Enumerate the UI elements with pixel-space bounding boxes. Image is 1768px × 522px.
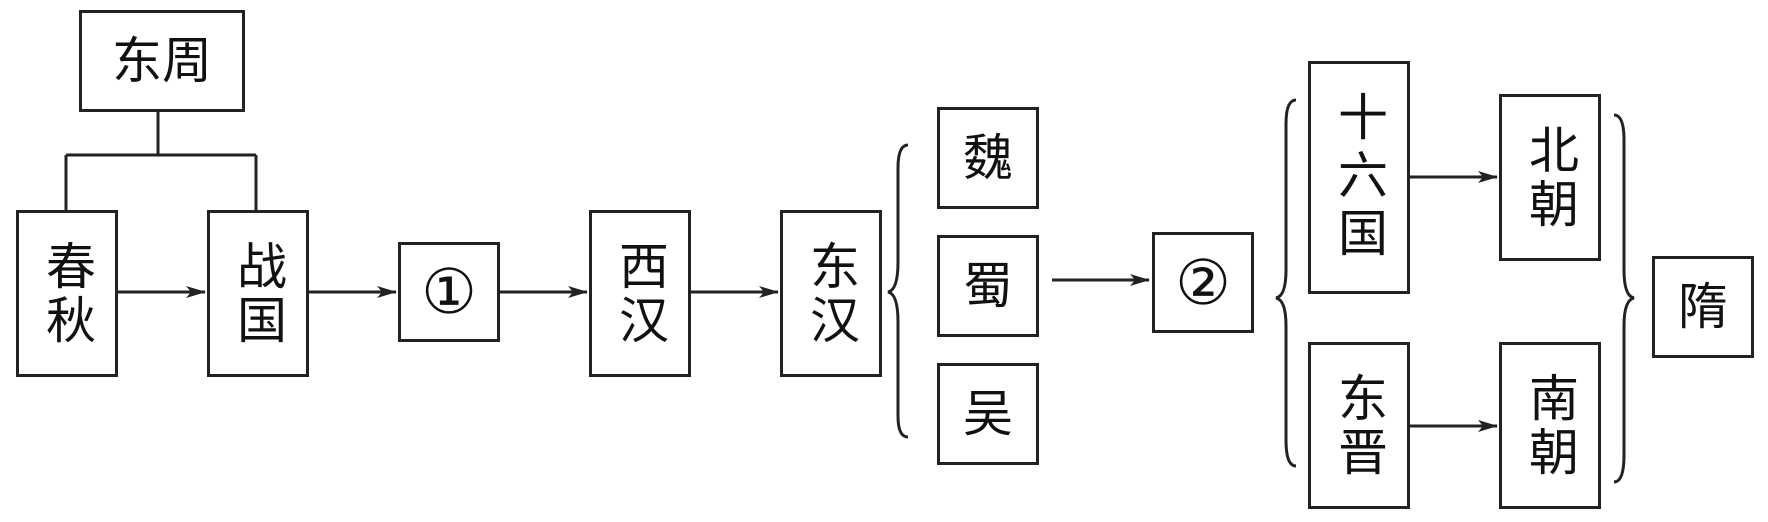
node-blank2: ②	[1152, 232, 1254, 333]
node-wei: 魏	[937, 107, 1039, 209]
node-donghan: 东汉	[780, 210, 882, 377]
node-blank1: ①	[398, 242, 500, 342]
node-dongzhou: 东周	[79, 10, 245, 112]
label-dongjin: 东晋	[1330, 371, 1388, 480]
left-brace-three-kingdoms	[887, 143, 909, 439]
node-dongjin: 东晋	[1308, 342, 1410, 509]
label-chunqiu: 春秋	[38, 239, 96, 348]
label-xihan: 西汉	[611, 239, 669, 348]
left-brace-jin	[1275, 98, 1297, 468]
node-xihan: 西汉	[589, 210, 691, 377]
label-wu: 吴	[963, 385, 1013, 443]
node-shu: 蜀	[937, 235, 1039, 337]
label-shiliuguo: 十六国	[1330, 90, 1388, 265]
label-nanchao: 南朝	[1521, 371, 1579, 480]
label-blank2: ②	[1175, 245, 1231, 319]
label-donghan: 东汉	[802, 239, 860, 348]
node-sui: 隋	[1652, 256, 1754, 358]
node-beichao: 北朝	[1499, 94, 1601, 261]
node-shiliuguo: 十六国	[1308, 61, 1410, 294]
label-dongzhou: 东周	[112, 32, 212, 90]
label-wei: 魏	[963, 129, 1013, 187]
label-shu: 蜀	[963, 257, 1013, 315]
label-blank1: ①	[421, 255, 477, 328]
label-beichao: 北朝	[1521, 123, 1579, 232]
node-wu: 吴	[937, 363, 1039, 465]
node-nanchao: 南朝	[1499, 342, 1601, 509]
tree-connector	[64, 112, 258, 210]
label-sui: 隋	[1678, 278, 1728, 336]
right-brace-nanbeichao	[1613, 113, 1635, 484]
node-zhanguo: 战国	[207, 210, 309, 377]
node-chunqiu: 春秋	[16, 210, 118, 377]
label-zhanguo: 战国	[229, 239, 287, 348]
